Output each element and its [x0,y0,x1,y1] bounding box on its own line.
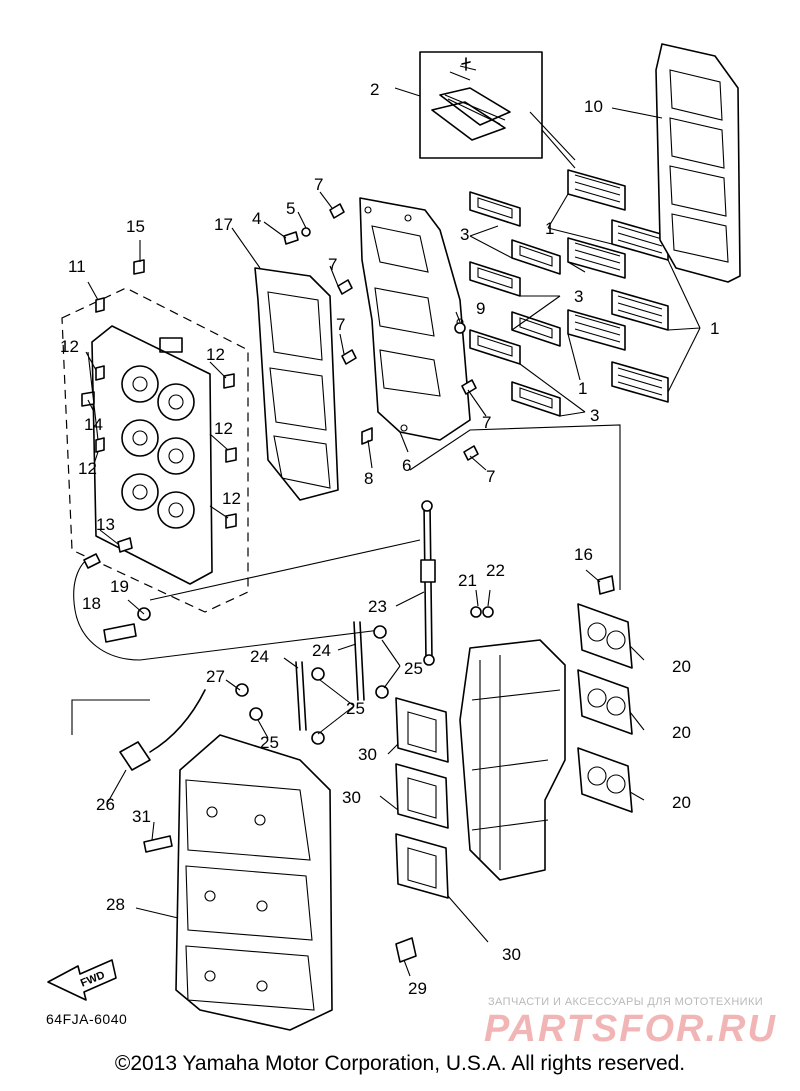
callout-19: 19 [110,577,129,596]
callout-5: 5 [286,199,295,218]
callout-3a: 3 [460,225,469,244]
callout-12c: 12 [214,419,233,438]
callout-28: 28 [106,895,125,914]
callout-29: 29 [408,979,427,998]
watermark-subtitle: ЗАПЧАСТИ И АКСЕССУАРЫ ДЛЯ МОТОТЕХНИКИ [488,996,764,1008]
callout-17: 17 [214,215,233,234]
fwd-arrow-icon: FWD [47,959,117,1001]
callout-25a: 25 [404,659,423,678]
guide-line-upper [409,424,621,590]
gaskets-20 [577,603,633,813]
callout-6: 6 [402,456,411,475]
block-11 [91,325,213,585]
callout-12d: 12 [78,459,97,478]
callout-30b: 30 [342,788,361,807]
callout-24b: 24 [312,641,331,660]
callout-31: 31 [132,807,151,826]
guide-line-mid [149,539,421,601]
diagram-code: 64FJA-6040 [46,1011,127,1027]
callout-14: 14 [84,415,103,434]
silencer-cover-28 [175,734,333,1031]
callout-7b: 7 [328,255,337,274]
detail-leaders [529,111,576,169]
callout-27: 27 [206,667,225,686]
sensor-26 [119,683,263,771]
callout-30c: 30 [502,945,521,964]
callout-22: 22 [486,561,505,580]
fuel-line [74,609,381,661]
gasket-17 [254,267,339,501]
callout-18: 18 [82,594,101,613]
reed-valve-detail-box [419,51,543,159]
callout-16: 16 [574,545,593,564]
callout-23: 23 [368,597,387,616]
callout-20b: 20 [672,723,691,742]
callout-1c: 1 [578,379,587,398]
callout-7e: 7 [486,467,495,486]
reed-plate-6 [359,197,471,441]
reed-valve-assemblies [567,169,669,403]
callout-1a: 1 [545,219,554,238]
fasteners [81,203,615,963]
copyright-notice: ©2013 Yamaha Motor Corporation, U.S.A. A… [114,1052,686,1075]
callout-12a: 12 [60,337,79,356]
callout-4: 4 [252,209,261,228]
callout-1b: 1 [710,319,719,338]
callout-7c: 7 [336,315,345,334]
leader-2 [394,87,421,97]
linkage-rods [295,500,436,745]
callout-24a: 24 [250,647,269,666]
callout-25c: 25 [260,733,279,752]
callout-20a: 20 [672,657,691,676]
carburetor-assembly [459,639,566,881]
callout-3b: 3 [574,287,583,306]
callout-12b: 12 [206,345,225,364]
callout-26: 26 [96,795,115,814]
callout-20c: 20 [672,793,691,812]
callout-9: 9 [476,299,485,318]
guide-line-left [71,699,150,735]
callout-15: 15 [126,217,145,236]
watermark-logo: PARTSFOR.RU [484,1008,777,1050]
callout-2: 2 [370,80,379,99]
callout-3c: 3 [590,406,599,425]
callout-10: 10 [584,97,603,116]
leader-lines [85,107,701,977]
callout-30a: 30 [358,745,377,764]
callout-12e: 12 [222,489,241,508]
callout-25b: 25 [346,699,365,718]
callout-11: 11 [68,257,86,276]
callout-7a: 7 [314,175,323,194]
carb-gaskets-30 [395,697,449,899]
callout-7d: 7 [482,413,491,432]
callout-8: 8 [364,469,373,488]
callout-21: 21 [458,571,477,590]
manifold-gasket-10 [655,43,741,283]
callout-13: 13 [96,515,115,534]
callout-labels: 1 1 1 2 3 3 3 4 5 6 7 7 7 7 7 8 9 10 11 … [60,80,719,998]
